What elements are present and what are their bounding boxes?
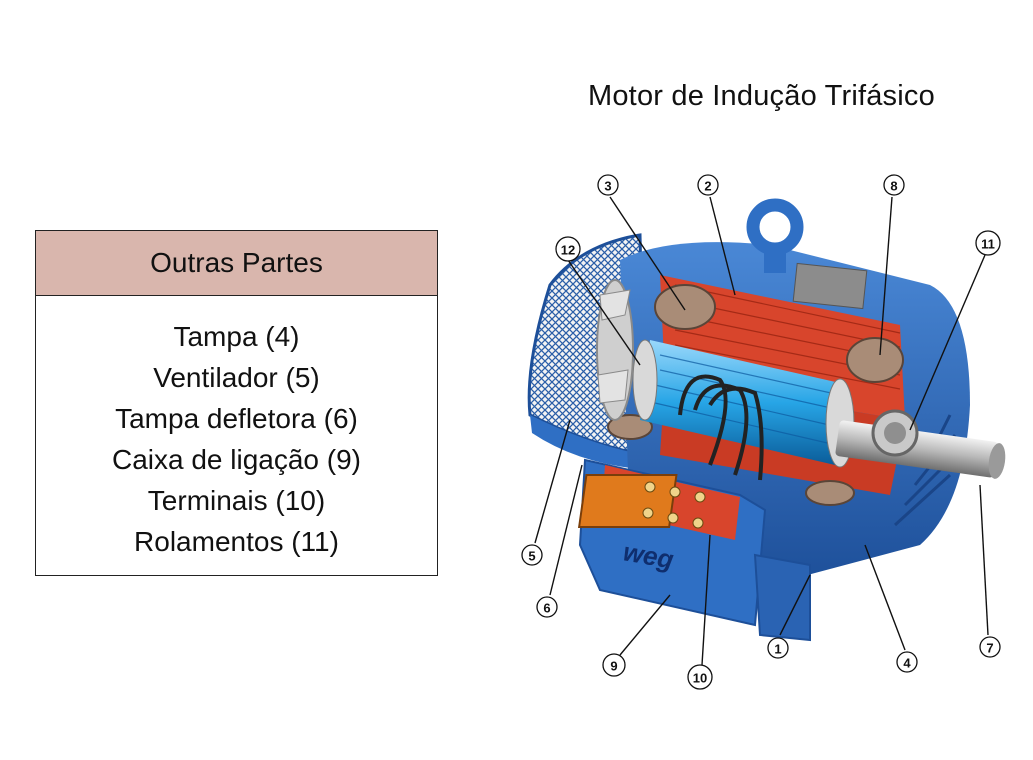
other-parts-header: Outras Partes [36, 231, 437, 296]
nameplate [792, 262, 868, 310]
callout-11: 11 [975, 230, 1001, 256]
leader-lines [534, 196, 989, 666]
svg-text:7: 7 [986, 641, 993, 656]
part-item-terminais: Terminais (10) [147, 485, 326, 516]
other-parts-list: Tampa (4) Ventilador (5) Tampa defletora… [36, 296, 437, 562]
part-item-tampa-defletora: Tampa defletora (6) [115, 403, 358, 434]
svg-text:11: 11 [981, 237, 995, 252]
other-parts-panel: Outras Partes Tampa (4) Ventilador (5) T… [35, 230, 438, 576]
callout-5: 5 [521, 544, 543, 566]
callout-3: 3 [597, 174, 619, 196]
callout-7: 7 [979, 636, 1001, 658]
part-item-tampa: Tampa (4) [173, 321, 300, 352]
shaft [835, 409, 1006, 479]
svg-text:6: 6 [543, 601, 550, 616]
part-item-caixa-ligacao: Caixa de ligação (9) [111, 444, 362, 475]
svg-text:3: 3 [604, 179, 611, 194]
callout-4: 4 [896, 651, 918, 673]
callout-12: 12 [555, 236, 581, 262]
terminals [577, 474, 706, 529]
cooling-fan [596, 279, 634, 421]
winding-wires [678, 374, 764, 481]
callout-10: 10 [687, 664, 713, 690]
svg-text:8: 8 [890, 179, 897, 194]
callout-1: 1 [767, 637, 789, 659]
svg-text:4: 4 [903, 656, 911, 671]
terminal-box: weg [577, 458, 811, 642]
svg-text:1: 1 [774, 642, 781, 657]
svg-text:9: 9 [610, 659, 617, 674]
callout-9: 9 [602, 653, 626, 677]
callout-2: 2 [697, 174, 719, 196]
callout-8: 8 [883, 174, 905, 196]
svg-text:2: 2 [704, 179, 711, 194]
lifting-eye [746, 198, 804, 256]
svg-text:5: 5 [528, 549, 535, 564]
motor-cutaway-diagram: weg 1 2 3 4 5 6 [521, 174, 1006, 690]
mounting-foot [753, 553, 811, 642]
part-item-rolamentos: Rolamentos (11) [134, 526, 339, 557]
diagram-title: Motor de Indução Trifásico [588, 80, 935, 112]
callout-6: 6 [536, 596, 558, 618]
svg-text:12: 12 [561, 243, 575, 258]
svg-text:10: 10 [693, 671, 707, 686]
part-item-ventilador: Ventilador (5) [153, 362, 320, 393]
